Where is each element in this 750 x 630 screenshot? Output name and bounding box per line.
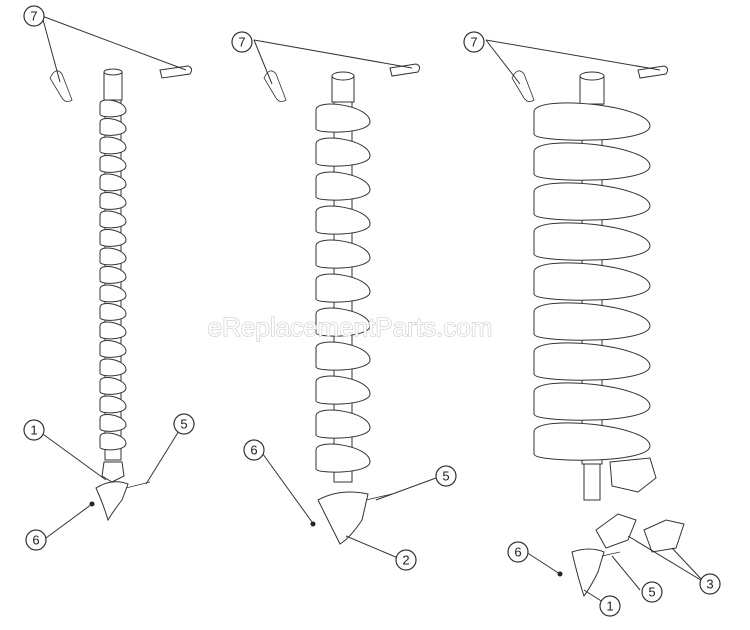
auger-medium-flighting bbox=[315, 103, 371, 473]
callout-label: 6 bbox=[250, 443, 257, 458]
callout-label: 7 bbox=[30, 9, 37, 24]
callout-label: 1 bbox=[30, 423, 37, 438]
flight-turn bbox=[99, 339, 127, 358]
callout-label: 7 bbox=[470, 35, 477, 50]
clip-pin-1 bbox=[49, 70, 73, 102]
callout-label: 6 bbox=[514, 545, 521, 560]
flight-turn bbox=[533, 342, 651, 381]
leader-lines bbox=[39, 15, 705, 605]
callout-label: 5 bbox=[648, 585, 655, 600]
flight-turn bbox=[533, 102, 651, 141]
flight-turn bbox=[315, 307, 371, 337]
flight-turn bbox=[99, 395, 127, 414]
clip-pin-3 bbox=[511, 70, 535, 102]
auger-large-cutting-blade bbox=[571, 548, 605, 598]
callout-label: 2 bbox=[402, 553, 409, 568]
flight-turn bbox=[99, 154, 127, 173]
callout-a2-c2: 2 bbox=[395, 549, 417, 571]
callout-a2-c5: 5 bbox=[435, 465, 457, 487]
callout-label: 7 bbox=[238, 35, 245, 50]
auger-large-teeth-upper bbox=[609, 457, 657, 493]
flight-turn bbox=[99, 321, 127, 340]
auger-medium bbox=[263, 63, 421, 545]
flight-turn bbox=[99, 265, 127, 284]
flight-turn bbox=[533, 422, 651, 461]
flight-turn bbox=[315, 103, 371, 133]
flight-turn bbox=[99, 117, 127, 136]
flight-turn bbox=[315, 409, 371, 439]
flight-turn bbox=[533, 182, 651, 221]
flight-turn bbox=[99, 413, 127, 432]
flight-turn bbox=[315, 137, 371, 167]
flight-turn bbox=[99, 136, 127, 155]
callout-a1-c5: 5 bbox=[173, 413, 195, 435]
auger-small-cutting-blade bbox=[95, 481, 129, 522]
flight-turn bbox=[99, 432, 127, 451]
auger-large-pilot bbox=[583, 463, 601, 501]
flight-turn bbox=[99, 302, 127, 321]
auger-large bbox=[511, 65, 685, 598]
auger-medium-bolt bbox=[310, 521, 316, 527]
flight-turn bbox=[315, 239, 371, 269]
shear-pin-2 bbox=[389, 63, 421, 77]
auger-small-flighting bbox=[99, 99, 127, 451]
flight-turn bbox=[533, 142, 651, 181]
callout-a3-c3: 3 bbox=[699, 573, 721, 595]
callout-a2-top: 7 bbox=[231, 31, 253, 53]
flight-turn bbox=[99, 173, 127, 192]
shear-pin-3 bbox=[637, 65, 669, 79]
callout-label: 5 bbox=[442, 469, 449, 484]
flight-turn bbox=[315, 273, 371, 303]
callout-label: 3 bbox=[706, 577, 713, 592]
flight-turn bbox=[99, 191, 127, 210]
flight-turn bbox=[99, 99, 127, 118]
flight-turn bbox=[99, 376, 127, 395]
callout-a1-c6: 6 bbox=[25, 529, 47, 551]
auger-large-tooth-right bbox=[643, 519, 685, 553]
callout-a1-c1: 1 bbox=[23, 419, 45, 441]
auger-small bbox=[49, 65, 193, 522]
flight-turn bbox=[99, 358, 127, 377]
auger-large-flighting bbox=[533, 102, 651, 461]
flight-turn bbox=[533, 222, 651, 261]
flight-turn bbox=[99, 247, 127, 266]
callout-a3-c1: 1 bbox=[599, 595, 621, 617]
flight-turn bbox=[99, 284, 127, 303]
auger-small-tip-mount bbox=[101, 461, 125, 483]
watermark-text: eReplacementParts.com bbox=[208, 312, 493, 342]
flight-turn bbox=[315, 171, 371, 201]
flight-turn bbox=[533, 382, 651, 421]
callout-label: 6 bbox=[32, 533, 39, 548]
flight-turn bbox=[315, 205, 371, 235]
flight-turn bbox=[99, 210, 127, 229]
callout-a1-top: 7 bbox=[23, 5, 45, 27]
callout-a3-c5: 5 bbox=[641, 581, 663, 603]
callout-a3-top: 7 bbox=[463, 31, 485, 53]
flight-turn bbox=[99, 228, 127, 247]
auger-large-tooth-left bbox=[595, 513, 637, 549]
clip-pin-2 bbox=[263, 70, 287, 102]
callout-label: 5 bbox=[180, 417, 187, 432]
auger-medium-cutting-blade bbox=[317, 491, 369, 545]
flight-turn bbox=[315, 341, 371, 371]
flight-turn bbox=[533, 302, 651, 341]
flight-turn bbox=[315, 443, 371, 473]
flight-turn bbox=[315, 375, 371, 405]
callout-label: 1 bbox=[606, 599, 613, 614]
callout-a2-c6: 6 bbox=[243, 439, 265, 461]
shear-pin-1 bbox=[159, 65, 193, 79]
callout-a3-c6: 6 bbox=[507, 541, 529, 563]
auger-small-hex-top bbox=[103, 71, 123, 101]
flight-turn bbox=[533, 262, 651, 301]
